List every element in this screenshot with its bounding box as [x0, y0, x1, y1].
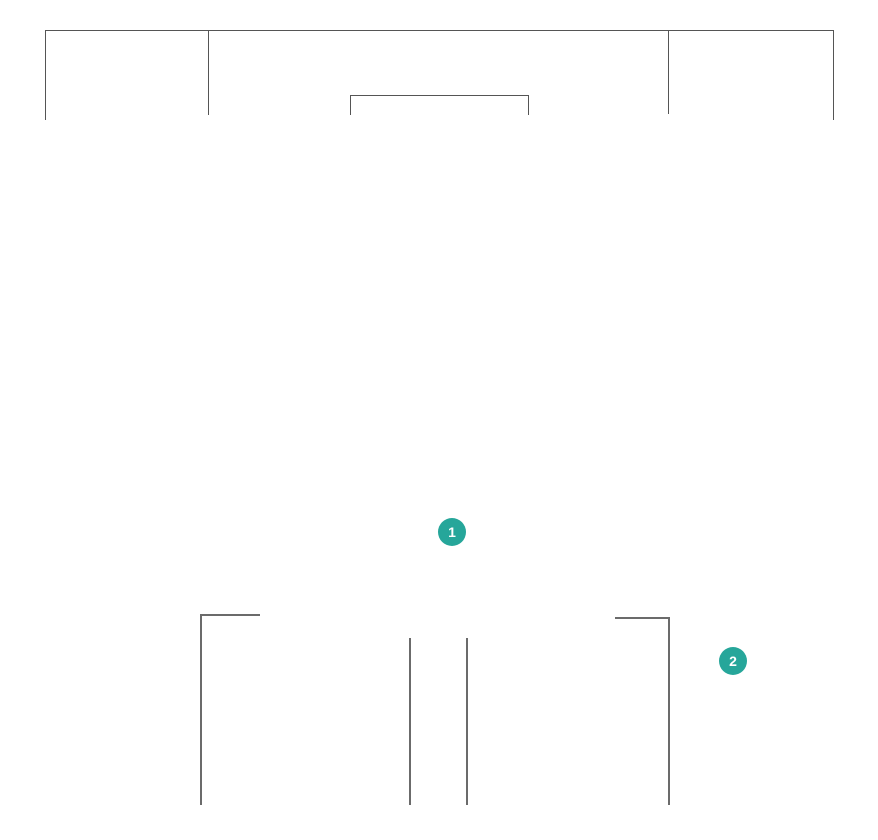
top-outer-left-wall	[45, 30, 209, 120]
bottom-left-bracket	[200, 614, 260, 805]
top-inner-box	[350, 95, 529, 115]
marker-badge-1[interactable]: 1	[438, 518, 466, 546]
bottom-right-bracket	[615, 617, 670, 805]
top-section-outline	[45, 30, 834, 120]
marker-badge-2[interactable]: 2	[719, 647, 747, 675]
bottom-section-outline	[200, 614, 670, 805]
top-outer-right-wall	[668, 30, 834, 120]
